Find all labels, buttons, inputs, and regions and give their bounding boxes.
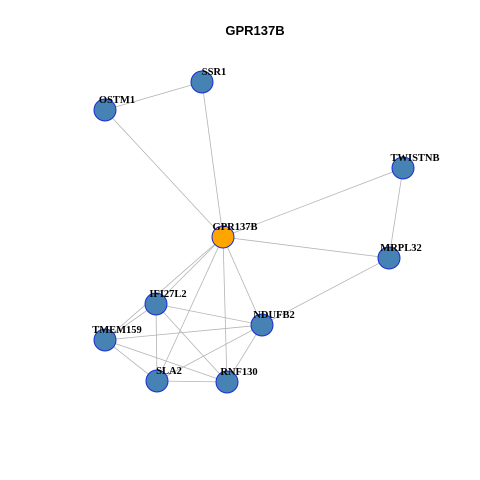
edge-gpr137b-ifi27l2 (155, 236, 224, 305)
node-label-ostm1: OSTM1 (99, 95, 135, 106)
edge-gpr137b-sla2 (156, 236, 224, 382)
node-label-rnf130: RNF130 (220, 367, 257, 378)
edge-tmem159-ndufb2 (104, 324, 263, 341)
edge-gpr137b-rnf130 (222, 236, 228, 383)
node-sla2 (145, 369, 169, 393)
edge-ssr1-gpr137b (201, 81, 224, 238)
edge-ostm1-gpr137b (104, 109, 224, 238)
edge-tmem159-rnf130 (104, 339, 228, 383)
node-ndufb2 (250, 313, 274, 337)
node-ostm1 (93, 98, 117, 122)
edge-twistnb-mrpl32 (388, 167, 404, 259)
node-label-ssr1: SSR1 (202, 67, 227, 78)
node-label-tmem159: TMEM159 (92, 325, 142, 336)
node-label-ifi27l2: IFI27L2 (149, 289, 186, 300)
nodes-layer (93, 70, 415, 394)
node-gpr137b (211, 225, 235, 249)
node-mrpl32 (377, 246, 401, 270)
node-tmem159 (93, 328, 117, 352)
node-ssr1 (190, 70, 214, 94)
edge-ifi27l2-ndufb2 (155, 303, 263, 326)
edge-gpr137b-mrpl32 (222, 236, 390, 259)
edge-ssr1-ostm1 (104, 81, 203, 111)
node-label-sla2: SLA2 (156, 366, 182, 377)
edge-mrpl32-ndufb2 (261, 257, 390, 326)
edge-twistnb-gpr137b (222, 167, 404, 238)
edge-ifi27l2-sla2 (155, 303, 158, 382)
edge-ifi27l2-rnf130 (155, 303, 228, 383)
node-label-twistnb: TWISTNB (390, 153, 439, 164)
edge-ndufb2-sla2 (156, 324, 263, 382)
node-ifi27l2 (144, 292, 168, 316)
edge-gpr137b-ndufb2 (222, 236, 263, 326)
node-label-gpr137b: GPR137B (213, 222, 258, 233)
node-label-mrpl32: MRPL32 (380, 243, 421, 254)
node-twistnb (391, 156, 415, 180)
graph-title: GPR137B (225, 23, 284, 38)
edge-sla2-rnf130 (156, 380, 228, 383)
edge-gpr137b-tmem159 (104, 236, 224, 341)
node-label-ndufb2: NDUFB2 (253, 310, 294, 321)
node-rnf130 (215, 370, 239, 394)
